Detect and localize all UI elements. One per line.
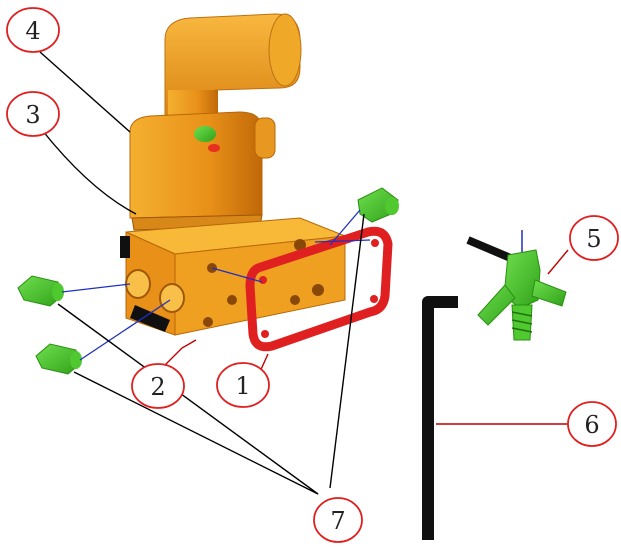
connector-lines <box>61 209 371 361</box>
hex-key <box>422 296 458 540</box>
callout-7-label: 7 <box>330 507 345 535</box>
fitting-left-upper <box>17 275 64 307</box>
callout-5-label: 5 <box>586 225 601 253</box>
fitting-left-lower <box>35 343 82 375</box>
tee-fitting <box>466 230 567 341</box>
callout-3-label: 3 <box>25 101 40 129</box>
callout-6-label: 6 <box>584 411 599 439</box>
leader-lines <box>39 51 570 495</box>
callout-6: 6 <box>567 401 617 447</box>
callout-1: 1 <box>216 362 270 408</box>
fitting-upper-right <box>357 187 399 223</box>
callout-4: 4 <box>6 7 60 53</box>
callout-5: 5 <box>569 215 619 261</box>
callout-4-label: 4 <box>25 17 40 45</box>
callout-2-label: 2 <box>150 373 165 401</box>
valve-upper-housing <box>129 13 302 219</box>
callout-2: 2 <box>131 363 185 409</box>
callout-3: 3 <box>6 91 60 137</box>
valve-base-block <box>120 217 346 336</box>
callout-7: 7 <box>313 497 363 543</box>
callout-1-label: 1 <box>235 372 250 400</box>
gasket <box>245 226 393 352</box>
